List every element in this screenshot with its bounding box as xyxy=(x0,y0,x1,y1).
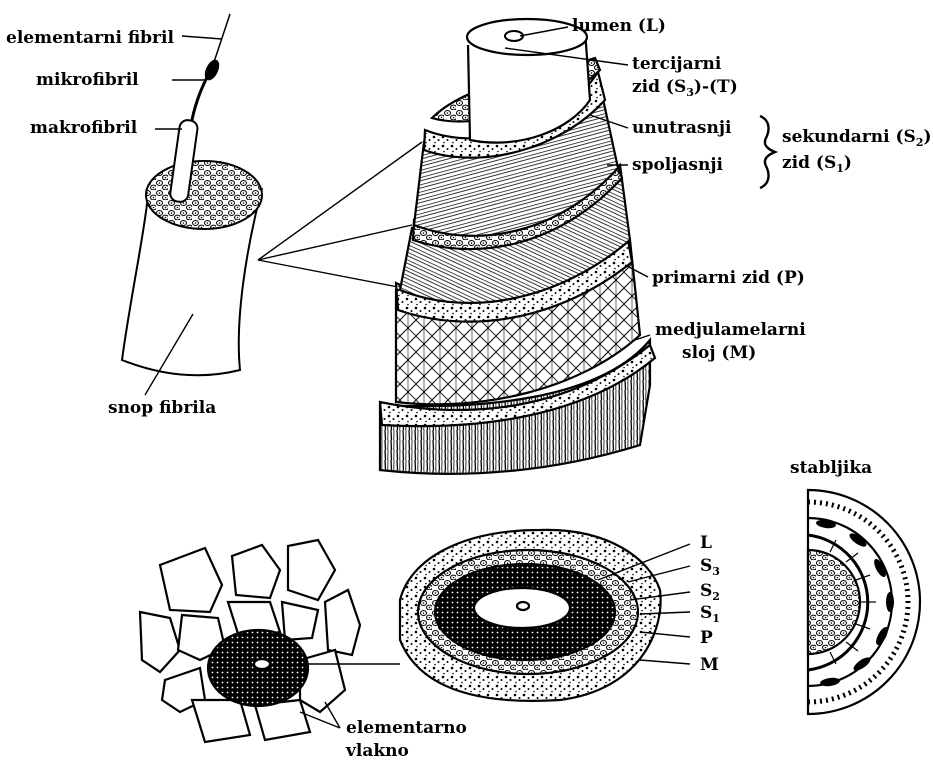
label-spoljasnji: spoljasnji xyxy=(632,155,723,175)
stem-half-section xyxy=(808,490,920,714)
label-mikrofibril: mikrofibril xyxy=(36,70,139,90)
label-elementarni-fibril: elementarni fibril xyxy=(6,28,174,48)
fibril-bundle-drawing xyxy=(122,14,262,375)
label-cs-S3: S3 xyxy=(700,556,720,582)
label-snop-fibrila: snop fibrila xyxy=(108,398,216,418)
label-primarni-zid: primarni zid (P) xyxy=(652,268,805,288)
label-medjulamelarni: medjulamelarni xyxy=(655,320,806,340)
label-zid-s1: zid (S1) xyxy=(782,153,852,179)
label-sloj: sloj (M) xyxy=(682,343,756,363)
label-elementarno: elementarno xyxy=(346,718,467,738)
label-cs-P: P xyxy=(700,628,713,648)
label-sekundarni: sekundarni (S2) xyxy=(782,127,932,153)
layered-fiber-wall xyxy=(380,19,655,474)
label-tercijarni-zid: zid (S3)-(T) xyxy=(632,77,738,103)
label-cs-L: L xyxy=(700,533,712,553)
label-stabljika: stabljika xyxy=(790,458,872,478)
label-lumen: lumen (L) xyxy=(572,16,666,36)
label-unutrasnji: unutrasnji xyxy=(632,118,731,138)
label-tercijarni: tercijarni xyxy=(632,54,721,74)
label-makrofibril: makrofibril xyxy=(30,118,137,138)
brace-symbols xyxy=(760,116,775,188)
cell-cluster-drawing xyxy=(140,540,360,742)
label-cs-S1: S1 xyxy=(700,603,720,629)
label-vlakno: vlakno xyxy=(346,741,409,761)
label-cs-M: M xyxy=(700,655,719,675)
fiber-cross-section xyxy=(400,530,661,701)
